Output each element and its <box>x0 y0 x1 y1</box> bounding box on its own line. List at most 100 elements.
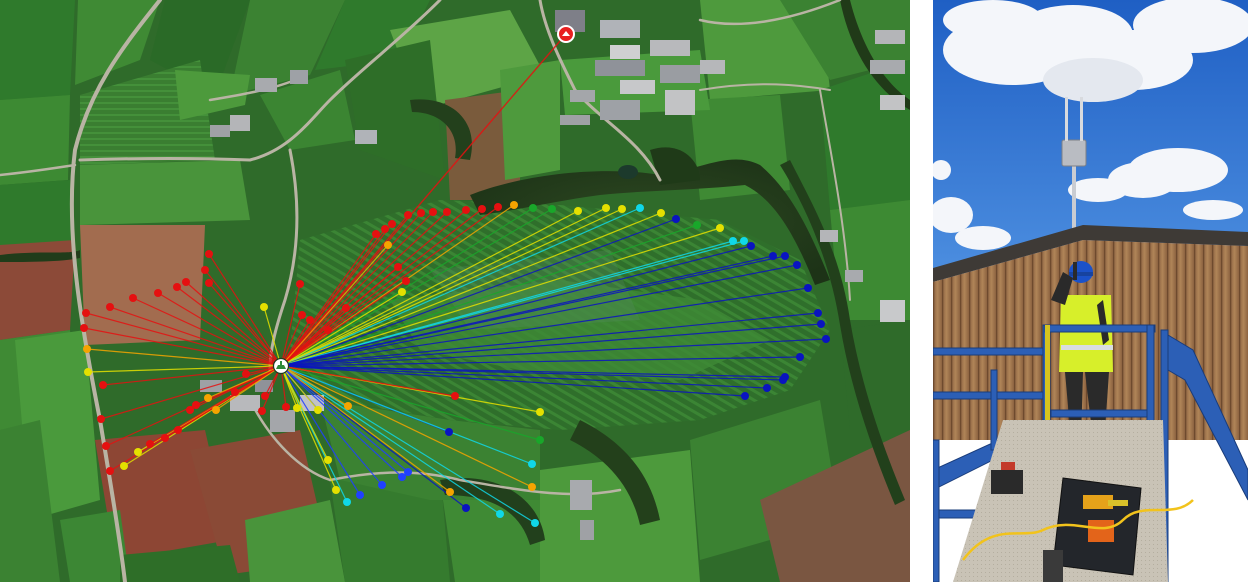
receiver-point <box>404 211 412 219</box>
receiver-point <box>154 289 162 297</box>
receiver-point <box>528 460 536 468</box>
buildings <box>200 10 905 540</box>
receiver-point <box>314 406 322 414</box>
receiver-point <box>496 510 504 518</box>
receiver-point <box>344 402 352 410</box>
receiver-point <box>494 203 502 211</box>
signal-ray <box>280 365 784 381</box>
receiver-point <box>324 326 332 334</box>
receiver-point <box>398 288 406 296</box>
receiver-point <box>478 205 486 213</box>
receiver-point <box>398 473 406 481</box>
aerial-map <box>0 0 910 582</box>
signal-ray <box>280 266 399 367</box>
signal-ray <box>280 264 798 367</box>
receiver-point <box>618 205 626 213</box>
receiver-point <box>793 261 801 269</box>
receiver-point <box>462 206 470 214</box>
receiver-point <box>99 381 107 389</box>
receiver-point <box>381 225 389 233</box>
signal-ray <box>102 365 282 386</box>
receiver-point <box>356 491 364 499</box>
signal-ray <box>280 214 409 367</box>
receiver-point <box>822 335 830 343</box>
receiver-point <box>510 201 518 209</box>
signal-ray <box>280 208 623 367</box>
receiver-point <box>602 204 610 212</box>
receiver-point <box>282 403 290 411</box>
receiver-point <box>657 209 665 217</box>
receiver-point <box>258 407 266 415</box>
signal-ray <box>280 356 801 367</box>
signal-ray <box>157 292 282 367</box>
receiver-point <box>205 250 213 258</box>
receiver-point <box>536 408 544 416</box>
tool-box <box>1052 477 1142 576</box>
receiver-point <box>324 456 332 464</box>
receiver-point <box>84 368 92 376</box>
building-roof-edge <box>933 225 1248 282</box>
receiver-point <box>82 309 90 317</box>
signal-ray <box>280 365 337 491</box>
signal-ray <box>280 365 329 461</box>
receiver-point <box>97 415 105 423</box>
receiver-point <box>394 263 402 271</box>
receiver-point <box>134 448 142 456</box>
receiver-point <box>174 426 182 434</box>
signal-ray <box>280 365 409 473</box>
signal-ray <box>280 365 501 515</box>
signal-ray <box>280 227 721 367</box>
signal-ray <box>280 245 752 367</box>
cable <box>962 499 1194 561</box>
signal-ray <box>280 33 567 367</box>
signal-ray <box>280 223 393 367</box>
receiver-point <box>796 353 804 361</box>
signal-ray <box>280 244 389 367</box>
signal-ray <box>176 286 282 367</box>
receiver-point <box>528 483 536 491</box>
receiver-point <box>636 204 644 212</box>
signal-ray <box>263 306 282 367</box>
receiver-point <box>402 277 410 285</box>
signal-ray <box>280 210 579 367</box>
receiver-point <box>443 208 451 216</box>
receiver-points <box>80 201 830 527</box>
receiver-point <box>342 304 350 312</box>
receiver-point <box>173 283 181 291</box>
receiver-point <box>804 284 812 292</box>
receiver-point <box>781 252 789 260</box>
clouds <box>933 0 1248 250</box>
woodland <box>0 0 910 545</box>
signal-ray <box>280 365 403 478</box>
antenna-mast <box>1072 150 1076 280</box>
receiver-point <box>740 237 748 245</box>
receiver-point <box>260 303 268 311</box>
signal-ray <box>280 314 303 367</box>
antenna-site-icon <box>272 357 290 375</box>
receiver-point <box>769 252 777 260</box>
signal-ray <box>280 365 319 411</box>
receiver-point <box>378 481 386 489</box>
destination-pin-icon <box>557 25 575 43</box>
receiver-point <box>212 406 220 414</box>
post-base <box>1043 550 1063 582</box>
signal-ray <box>207 365 282 399</box>
receiver-point <box>388 220 396 228</box>
receiver-point <box>182 278 190 286</box>
receiver-point <box>298 311 306 319</box>
signal-rays <box>83 33 827 524</box>
signal-ray <box>261 365 282 412</box>
receiver-point <box>186 406 194 414</box>
receiver-point <box>747 242 755 250</box>
signal-ray <box>100 365 282 420</box>
signal-ray <box>280 307 347 367</box>
signal-ray <box>280 255 786 367</box>
receiver-point <box>451 392 459 400</box>
signal-ray <box>280 211 434 367</box>
receiver-point <box>106 303 114 311</box>
receiver-point <box>729 237 737 245</box>
signal-ray <box>280 206 499 367</box>
receiver-point <box>529 204 537 212</box>
rooftop-photo-panel <box>933 0 1248 582</box>
receiver-point <box>231 388 239 396</box>
